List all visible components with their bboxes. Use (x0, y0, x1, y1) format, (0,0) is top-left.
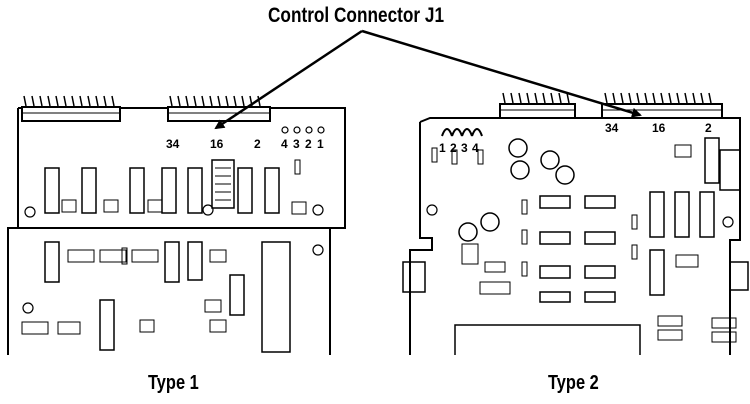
jumper-label-d-type1: 1 (317, 137, 324, 151)
pin-label-16-type2: 16 (652, 121, 666, 135)
board-caption-type-2: Type 2 (548, 372, 599, 394)
board-type-2 (402, 92, 749, 355)
callout-arrow-type2 (361, 29, 642, 118)
board-type-1 (7, 95, 346, 355)
jumper-label-c-type1: 2 (305, 137, 312, 151)
pin-label-2-type1: 2 (254, 137, 261, 151)
jumper-label-b-type1: 3 (293, 137, 300, 151)
pin-label-34-type1: 34 (166, 137, 180, 151)
jumper-label-a-type2: 1 (439, 141, 446, 155)
pin-label-2-type2: 2 (705, 121, 712, 135)
board-caption-type-1: Type 1 (148, 372, 199, 394)
callout-arrow-type1 (214, 29, 363, 130)
jumper-label-d-type2: 4 (472, 141, 479, 155)
diagram-title: Control Connector J1 (268, 4, 445, 27)
jumper-label-c-type2: 3 (461, 141, 468, 155)
connector-j1-type1 (167, 95, 271, 122)
jumper-label-a-type1: 4 (281, 137, 288, 151)
connector-j1-type2 (601, 92, 723, 119)
jumper-label-b-type2: 2 (450, 141, 457, 155)
pin-label-16-type1: 16 (210, 137, 224, 151)
connector-left-type1 (21, 95, 121, 122)
connector-left-type2 (499, 92, 576, 119)
pin-label-34-type2: 34 (605, 121, 619, 135)
